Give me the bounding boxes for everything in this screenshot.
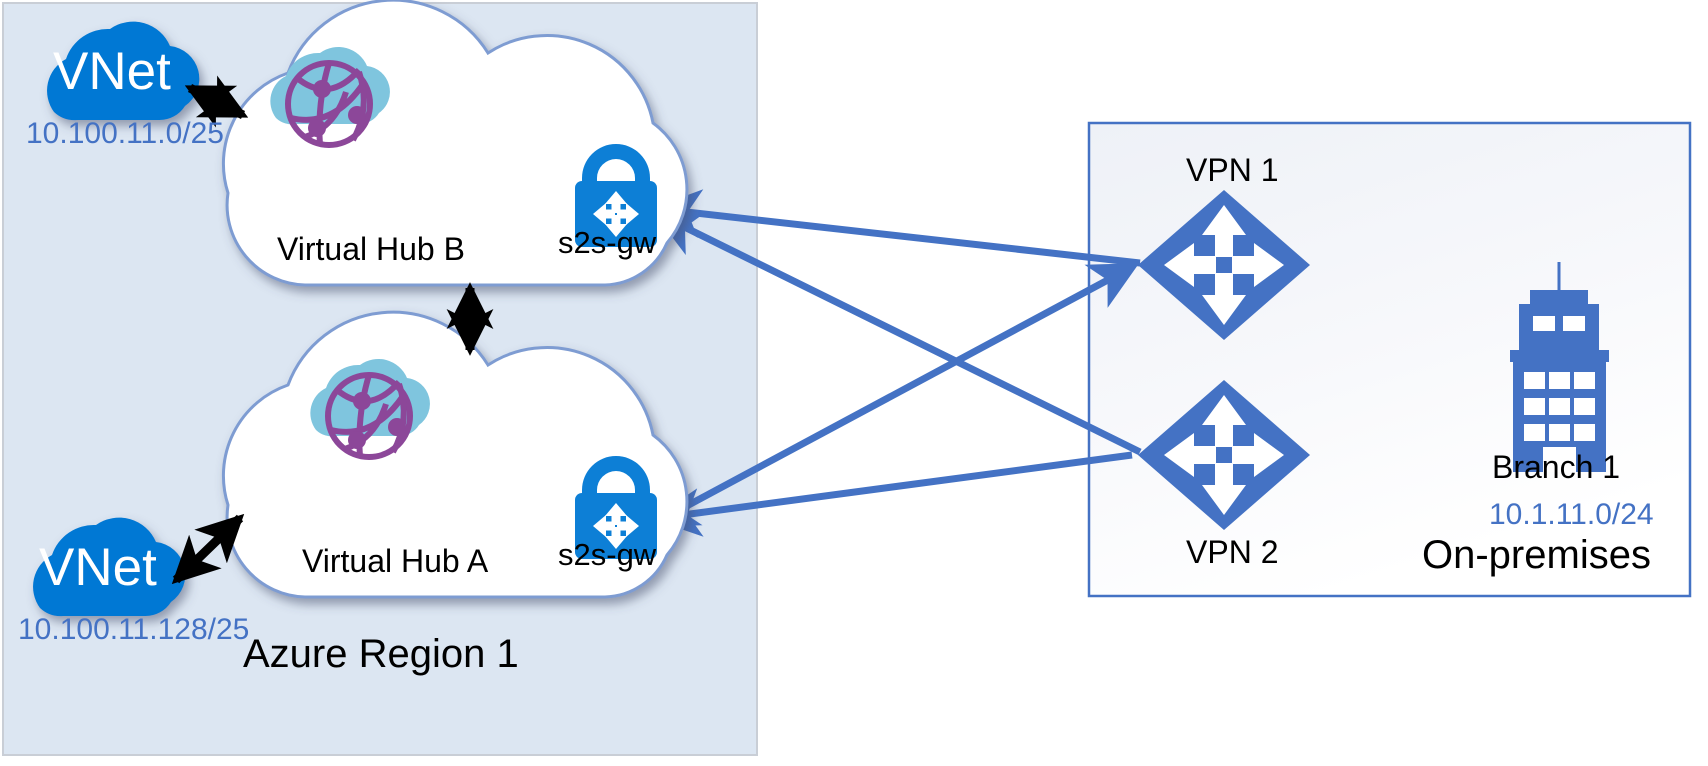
vpn-2-label: VPN 2 bbox=[1186, 534, 1279, 570]
branch-label: Branch 1 bbox=[1492, 449, 1621, 485]
arrow-vnet-top-to-hub-b bbox=[184, 75, 249, 128]
vpn-diamond-icon bbox=[1138, 380, 1310, 530]
vpn-1-device[interactable] bbox=[1138, 190, 1310, 340]
gateway-arrows-icon bbox=[593, 503, 639, 549]
virtual-wan-icon-hub-b bbox=[270, 46, 390, 148]
s2s-gateway-icon-hub-a[interactable] bbox=[575, 456, 657, 559]
branch-building-icon bbox=[1510, 262, 1609, 472]
vnet-top-cidr: 10.100.11.0/25 bbox=[26, 117, 224, 150]
connector-vpn1-to-hubb bbox=[651, 189, 1141, 267]
arrow-vnet-bottom-to-hub-a bbox=[171, 513, 245, 585]
vpn-connector-lines bbox=[647, 189, 1142, 537]
gateway-arrows-icon bbox=[593, 191, 639, 237]
virtual-wan-icon-hub-a bbox=[310, 358, 430, 460]
connector-vpn1-to-huba bbox=[647, 263, 1140, 527]
lock-shackle-icon bbox=[582, 144, 650, 200]
vwan-globe-nodes bbox=[348, 392, 406, 449]
lock-shackle-icon bbox=[582, 456, 650, 512]
vnet-top-label: VNet bbox=[53, 42, 171, 101]
vnet-cloud-shape bbox=[33, 517, 186, 617]
vnet-bottom-label: VNet bbox=[39, 538, 157, 597]
s2s-gateway-icon-hub-b[interactable] bbox=[575, 144, 657, 247]
peering-arrows bbox=[171, 75, 494, 585]
hub-a-label: Virtual Hub A bbox=[302, 543, 489, 579]
vpn-arrows-icon bbox=[1164, 205, 1284, 325]
branch-cidr: 10.1.11.0/24 bbox=[1489, 498, 1654, 531]
hub-b-gateway-label: s2s-gw bbox=[558, 225, 657, 260]
vnet-bottom-cidr: 10.100.11.128/25 bbox=[18, 613, 250, 646]
vnet-cloud-shape bbox=[47, 21, 200, 121]
vpn-2-device[interactable] bbox=[1138, 380, 1310, 530]
vnet-bottom-cloud[interactable] bbox=[33, 517, 186, 617]
connector-vpn2-to-huba bbox=[651, 451, 1133, 537]
vpn-1-label: VPN 1 bbox=[1186, 152, 1279, 188]
vwan-globe-nodes bbox=[308, 80, 366, 137]
hub-a-gateway-label: s2s-gw bbox=[558, 537, 657, 572]
vpn-diamond-icon bbox=[1138, 190, 1310, 340]
lock-body-icon bbox=[575, 493, 657, 559]
vpn-arrows-icon bbox=[1164, 395, 1284, 515]
hub-b-label: Virtual Hub B bbox=[277, 231, 465, 267]
on-premises-label: On-premises bbox=[1422, 533, 1651, 577]
lock-body-icon bbox=[575, 181, 657, 247]
azure-region-label: Azure Region 1 bbox=[243, 632, 519, 676]
vnet-top-cloud[interactable] bbox=[47, 21, 200, 121]
